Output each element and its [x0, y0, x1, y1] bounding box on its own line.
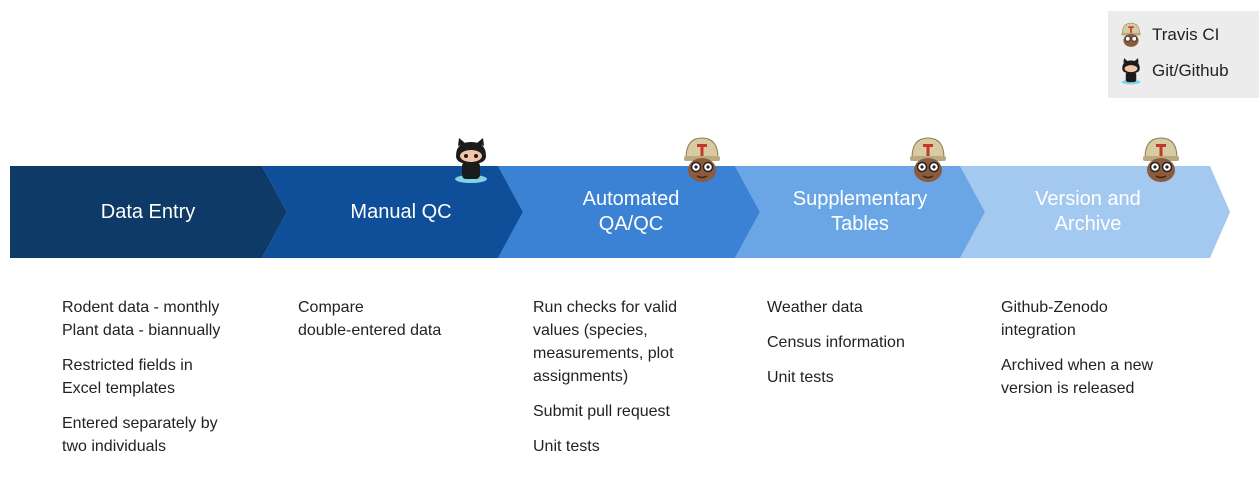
- legend-item-travis-ci: Travis CI: [1118, 22, 1219, 48]
- stage-title-version-and-archive: Version and Archive: [1035, 188, 1141, 235]
- note-text: Github-Zenodo integration: [1001, 299, 1108, 339]
- note-text: Archived when a new version is released: [1001, 357, 1154, 397]
- note-text: Restricted fields in Excel templates: [62, 357, 193, 397]
- note-text: Rodent data - monthly Plant data - biann…: [62, 299, 221, 339]
- travis-ci-icon: [1121, 22, 1141, 47]
- stage-notes-automated-qaqc: Run checks for valid values (species, me…: [533, 296, 743, 470]
- legend: Travis CI Git/Github: [1108, 11, 1259, 98]
- note-text: Submit pull request: [533, 403, 670, 420]
- stage-notes-supplementary-tables: Weather data Census information Unit tes…: [767, 296, 967, 401]
- travis-ci-icon: [1143, 137, 1179, 182]
- legend-item-git-github: Git/Github: [1118, 57, 1229, 85]
- note-text: Run checks for valid values (species, me…: [533, 299, 678, 385]
- legend-label: Travis CI: [1152, 25, 1220, 44]
- stage-title-manual-qc: Manual QC: [350, 200, 452, 223]
- note-text: Compare double-entered data: [298, 299, 442, 339]
- stage-title-supplementary-tables: Supplementary Tables: [792, 188, 928, 235]
- stage-arrow-data-entry: [10, 166, 287, 258]
- legend-label: Git/Github: [1152, 61, 1229, 80]
- stage-title-automated-qaqc: Automated QA/QC: [582, 188, 680, 235]
- note-text: Entered separately by two individuals: [62, 415, 218, 455]
- stage-notes-manual-qc: Compare double-entered data: [298, 296, 498, 354]
- stage-arrow-supplementary-tables: [735, 166, 985, 258]
- octocat-icon: [1121, 58, 1141, 85]
- note-text: Unit tests: [533, 438, 600, 455]
- octocat-icon: [455, 138, 487, 183]
- note-text: Census information: [767, 334, 905, 351]
- stage-arrow-automated-qaqc: [498, 166, 760, 258]
- stage-notes-version-and-archive: Github-Zenodo integration Archived when …: [1001, 296, 1211, 412]
- stage-arrow-version-and-archive: [960, 166, 1230, 258]
- stage-arrow-manual-qc: [262, 166, 523, 258]
- note-text: Unit tests: [767, 369, 834, 386]
- note-text: Weather data: [767, 299, 863, 316]
- stage-title-data-entry: Data Entry: [100, 200, 196, 223]
- stage-notes-data-entry: Rodent data - monthly Plant data - biann…: [62, 296, 282, 470]
- travis-ci-icon: [910, 137, 946, 182]
- travis-ci-icon: [684, 137, 720, 182]
